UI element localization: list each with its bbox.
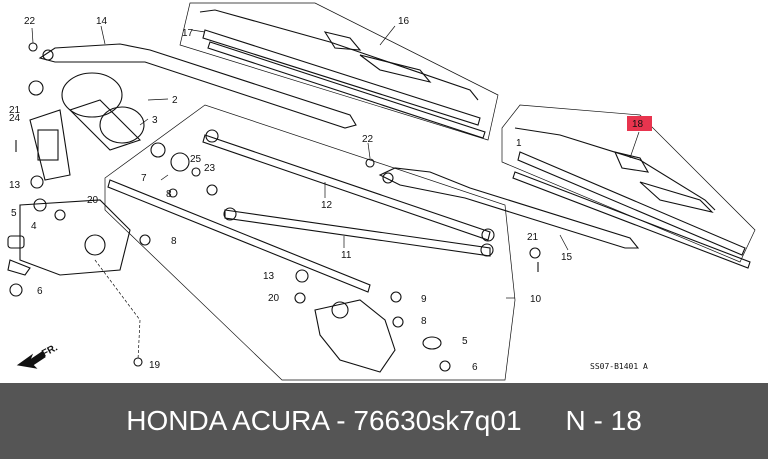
front-marker: FR. [40, 342, 60, 359]
callout-22a: 22 [24, 16, 36, 27]
callout-6b: 6 [472, 362, 478, 373]
highlight-18 [627, 116, 652, 131]
callout-22b: 22 [362, 134, 374, 145]
callout-8a: 8 [166, 189, 172, 200]
callout-15: 15 [561, 252, 573, 263]
callout-4: 4 [31, 221, 37, 232]
pivot-frame-left [7, 199, 131, 276]
callout-10: 10 [530, 294, 542, 305]
callout-8b: 8 [171, 236, 177, 247]
callout-11: 11 [341, 250, 352, 261]
callout-2: 2 [172, 95, 178, 106]
linkage-rod-11 [223, 207, 494, 257]
callout-14: 14 [96, 16, 108, 27]
wiper-motor-2 [28, 72, 145, 181]
callout-21b: 21 [527, 232, 539, 243]
wiper-arm-15 [378, 167, 640, 249]
frame-box-10 [104, 104, 516, 381]
callout-leaders [31, 25, 640, 299]
blade-assembly-16 [179, 2, 499, 141]
front-arrow-icon: FR. [16, 342, 60, 369]
callout-21a: 21 [9, 105, 21, 116]
wiper-arm-14 [38, 43, 357, 129]
callout-23: 23 [204, 163, 216, 174]
callout-25: 25 [190, 154, 202, 165]
callout-17: 17 [182, 28, 194, 39]
callout-13b: 13 [263, 271, 275, 282]
callout-18: 18 [632, 119, 644, 130]
link-bar [107, 179, 371, 293]
fasteners [7, 42, 541, 372]
callout-8c: 8 [421, 316, 427, 327]
callout-24: 24 [9, 113, 21, 124]
callout-16: 16 [398, 16, 410, 27]
callout-19: 19 [149, 360, 161, 371]
diagram-code: SS07-B1401 A [590, 362, 648, 371]
callout-3: 3 [152, 115, 158, 126]
callout-12: 12 [321, 200, 333, 211]
callout-5b: 5 [462, 336, 468, 347]
callout-labels: 22 14 16 17 2 21 24 3 22 1 18 25 7 23 13… [9, 16, 652, 373]
callout-9: 9 [421, 294, 427, 305]
callout-1: 1 [516, 138, 522, 149]
blade-assembly-18 [501, 104, 756, 269]
callout-6a: 6 [37, 286, 43, 297]
footer-bar: HONDA ACURA - 76630sk7q01 N - 18 [0, 383, 768, 459]
wiper-parts-diagram: FR. 22 14 16 17 2 21 24 3 22 1 18 25 7 2… [7, 2, 756, 381]
callout-7: 7 [141, 173, 147, 184]
footer-ref: N - 18 [565, 405, 642, 436]
callout-20b: 20 [268, 293, 280, 304]
linkage-rod-12 [202, 129, 495, 242]
pivot-frame-right [314, 299, 396, 373]
callout-20a: 20 [87, 195, 99, 206]
callout-13a: 13 [9, 180, 21, 191]
callout-5a: 5 [11, 208, 17, 219]
footer-title: HONDA ACURA - 76630sk7q01 [126, 405, 522, 436]
